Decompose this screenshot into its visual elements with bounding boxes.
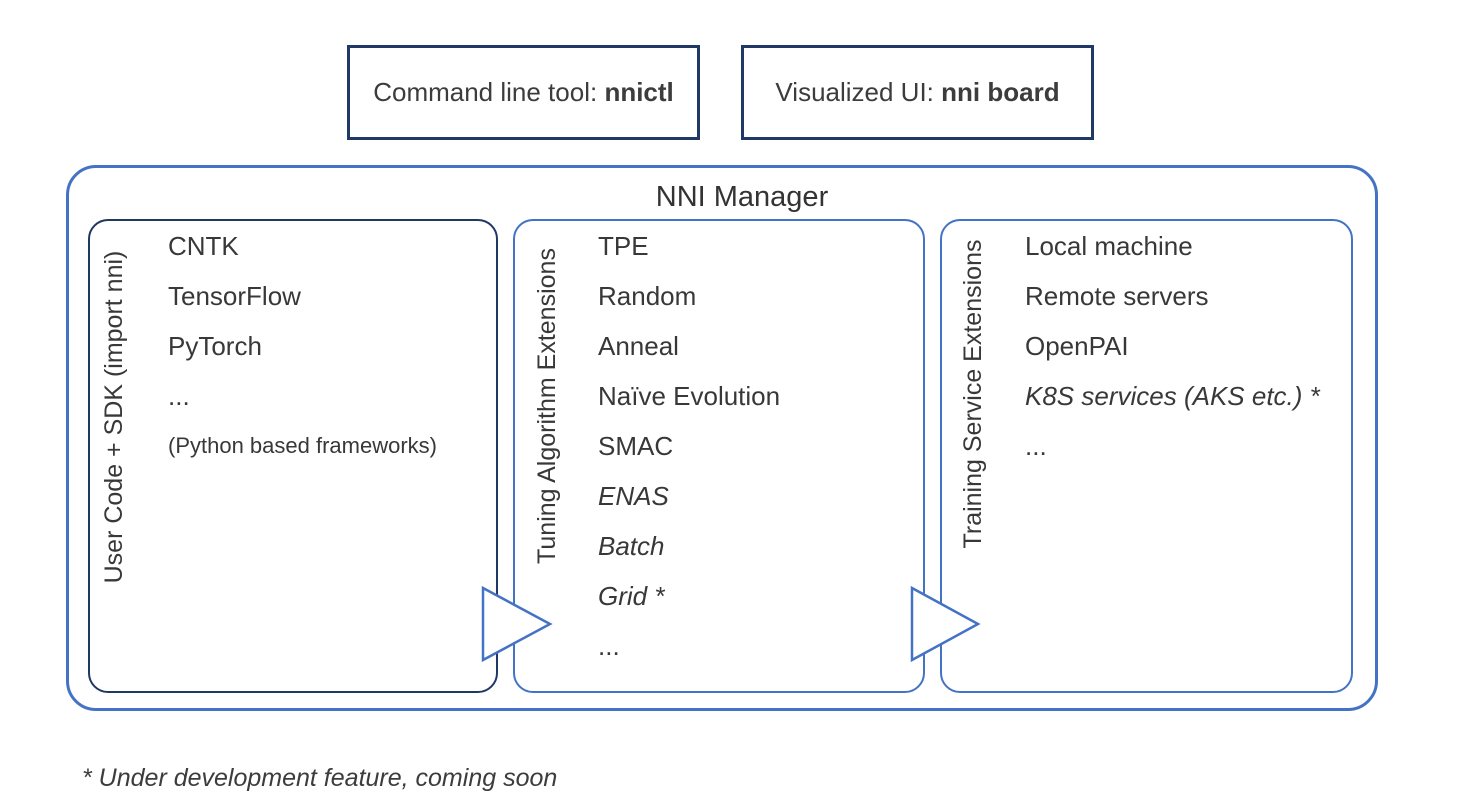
tuning-algorithm-box: Tuning Algorithm Extensions TPE Random A… [513,219,925,693]
list-item: ... [598,631,620,661]
ui-tool-name: nni board [941,77,1060,107]
list-item: Remote servers [1025,281,1209,311]
user-code-box: User Code + SDK (import nni) CNTK Tensor… [88,219,498,693]
cli-tool-name: nnictl [604,77,674,107]
user-code-side-label: User Code + SDK (import nni) [100,250,128,584]
list-item: ... [1025,431,1047,461]
list-item: ... [168,381,190,411]
visualized-ui-box: Visualized UI: nni board [741,45,1094,140]
list-item: CNTK [168,231,239,261]
user-code-item-list: CNTK TensorFlow PyTorch ... (Python base… [168,221,437,471]
list-item: OpenPAI [1025,331,1129,361]
list-item: ENAS [598,481,669,511]
list-item: Batch [598,531,665,561]
footnote: * Under development feature, coming soon [82,764,558,792]
training-service-box: Training Service Extensions Local machin… [940,219,1353,693]
nni-manager-container [66,165,1378,711]
ui-box-label: Visualized UI: [775,77,942,107]
cli-box-label: Command line tool: [373,77,605,107]
list-item: Random [598,281,697,311]
list-item: SMAC [598,431,674,461]
tuning-side-label: Tuning Algorithm Extensions [533,248,561,564]
list-item: Naïve Evolution [598,381,781,411]
list-item: Local machine [1025,231,1193,261]
command-line-tool-box: Command line tool: nnictl [347,45,700,140]
tuning-item-list: TPE Random Anneal Naïve Evolution SMAC E… [598,221,780,671]
training-item-list: Local machine Remote servers OpenPAI K8S… [1025,221,1320,471]
list-item: TensorFlow [168,281,301,311]
list-item: (Python based frameworks) [168,433,437,458]
nni-manager-title: NNI Manager [655,181,829,213]
list-item: Anneal [598,331,679,361]
list-item: TPE [598,231,649,261]
list-item: PyTorch [168,331,262,361]
training-side-label: Training Service Extensions [959,239,987,549]
list-item: K8S services (AKS etc.) * [1025,381,1320,411]
list-item: Grid * [598,581,665,611]
